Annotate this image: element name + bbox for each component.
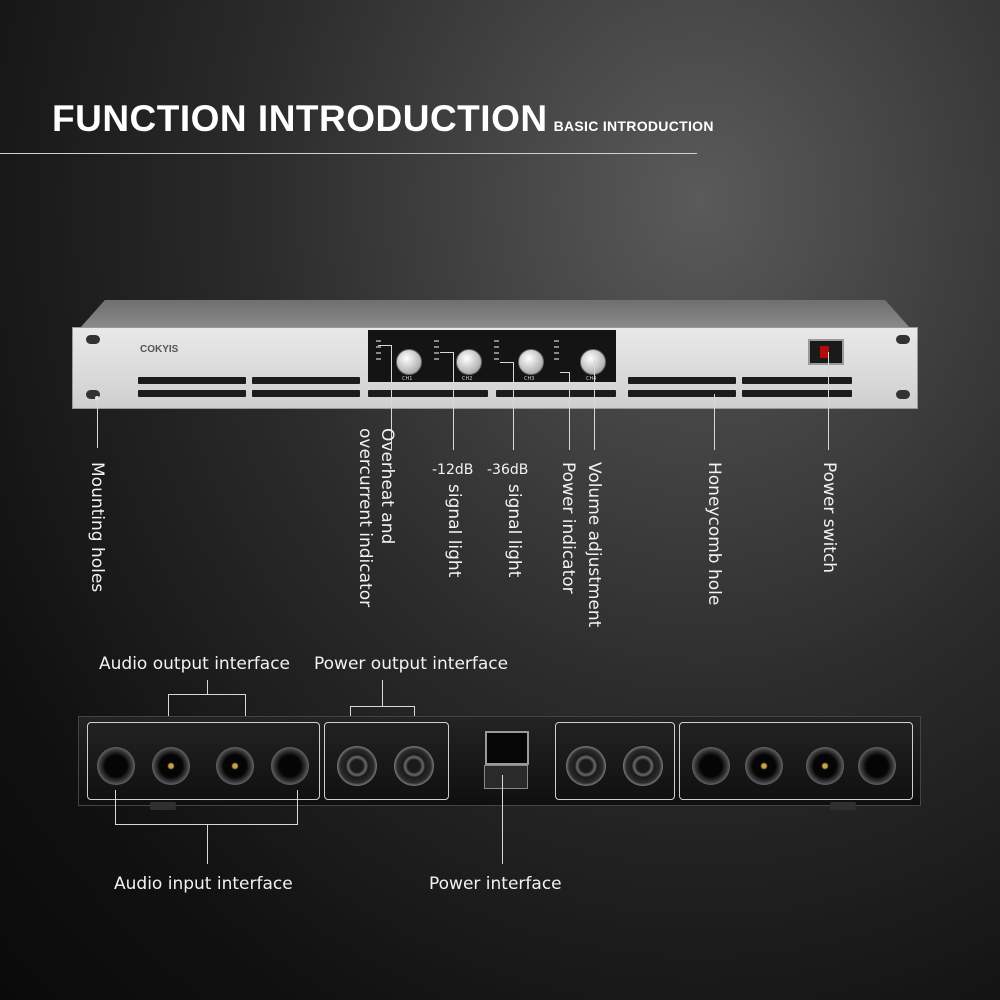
power-switch-rocker xyxy=(820,346,829,358)
callout-dot xyxy=(95,396,99,400)
honeycomb-vent xyxy=(628,377,736,384)
label-volume-adjustment: Volume adjustment xyxy=(584,462,604,628)
callout-line xyxy=(350,706,414,707)
callout-line xyxy=(391,345,392,450)
led-indicators xyxy=(494,340,502,364)
xlr-link-out-connector xyxy=(152,747,190,785)
honeycomb-vent xyxy=(496,390,616,397)
label-minus36db-value: -36dB xyxy=(487,462,529,478)
iec-power-socket xyxy=(485,731,529,765)
mounting-hole-bottom-left xyxy=(86,390,100,399)
xlr-input-connector xyxy=(858,747,896,785)
label-honeycomb-hole: Honeycomb hole xyxy=(704,462,724,606)
rubber-foot xyxy=(150,802,176,810)
volume-knob-ch1[interactable] xyxy=(396,349,422,375)
xlr-link-out-connector xyxy=(745,747,783,785)
label-minus12db-value: -12dB xyxy=(432,462,474,478)
xlr-input-connector xyxy=(692,747,730,785)
callout-line xyxy=(453,352,454,450)
callout-line xyxy=(168,694,245,695)
channel-label: CH4 xyxy=(586,376,597,382)
honeycomb-vent xyxy=(628,390,736,397)
speakon-output-connector xyxy=(337,746,377,786)
callout-line xyxy=(245,694,246,724)
callout-line xyxy=(513,362,514,450)
callout-line xyxy=(207,680,208,694)
callout-line xyxy=(115,790,116,824)
callout-line xyxy=(350,706,351,724)
callout-line xyxy=(168,694,169,724)
channel-label: CH3 xyxy=(524,376,535,382)
brand-logo: COKYIS xyxy=(140,344,179,355)
speakon-output-connector xyxy=(566,746,606,786)
xlr-link-out-connector xyxy=(806,747,844,785)
callout-line xyxy=(297,790,298,824)
callout-line xyxy=(828,352,829,450)
led-indicators xyxy=(376,340,384,364)
page-subtitle: BASIC INTRODUCTION xyxy=(553,118,714,134)
page-header: FUNCTION INTRODUCTION BASIC INTRODUCTION xyxy=(52,98,714,140)
callout-line xyxy=(502,775,503,864)
honeycomb-vent xyxy=(138,377,246,384)
label-audio-output-interface: Audio output interface xyxy=(99,654,291,674)
honeycomb-vent xyxy=(742,390,852,397)
mounting-hole-bottom-right xyxy=(896,390,910,399)
led-indicators xyxy=(554,340,562,364)
speakon-output-connector xyxy=(394,746,434,786)
front-panel-top xyxy=(80,300,910,328)
rubber-foot xyxy=(830,802,856,810)
callout-line xyxy=(714,394,715,450)
honeycomb-vent xyxy=(742,377,852,384)
rear-input-group-left xyxy=(87,722,320,800)
title-divider xyxy=(0,153,697,154)
xlr-link-out-connector xyxy=(216,747,254,785)
label-minus12db-signal: signal light xyxy=(444,484,464,578)
callout-line xyxy=(569,372,570,450)
power-switch[interactable] xyxy=(808,339,844,365)
xlr-input-connector xyxy=(271,747,309,785)
callout-line xyxy=(382,680,383,706)
volume-knob-ch4[interactable] xyxy=(580,349,606,375)
channel-label: CH1 xyxy=(402,376,413,382)
speakon-output-connector xyxy=(623,746,663,786)
callout-line xyxy=(207,824,208,864)
channel-label: CH2 xyxy=(462,376,473,382)
label-audio-input-interface: Audio input interface xyxy=(114,874,293,894)
label-power-interface: Power interface xyxy=(429,874,562,894)
callout-line xyxy=(97,398,98,448)
mounting-hole-top-right xyxy=(896,335,910,344)
led-indicators xyxy=(434,340,442,364)
label-power-indicator: Power indicator xyxy=(558,462,578,594)
rear-speakon-group-left xyxy=(324,722,449,800)
honeycomb-vent xyxy=(252,390,360,397)
callout-line xyxy=(414,706,415,724)
label-mounting-holes: Mounting holes xyxy=(87,462,107,593)
rear-input-group-right xyxy=(679,722,913,800)
label-minus36db-signal: signal light xyxy=(504,484,524,578)
mounting-hole-top-left xyxy=(86,335,100,344)
callout-line xyxy=(378,345,392,346)
volume-knob-ch2[interactable] xyxy=(456,349,482,375)
label-power-output-interface: Power output interface xyxy=(314,654,509,674)
honeycomb-vent xyxy=(252,377,360,384)
callout-line xyxy=(115,824,298,825)
callout-line xyxy=(560,372,570,373)
rear-speakon-group-right xyxy=(555,722,675,800)
honeycomb-vent xyxy=(368,390,488,397)
callout-line xyxy=(500,362,514,363)
callout-line xyxy=(594,360,595,450)
honeycomb-vent xyxy=(138,390,246,397)
fuse-holder xyxy=(484,765,528,789)
callout-line xyxy=(440,352,454,353)
volume-knob-ch3[interactable] xyxy=(518,349,544,375)
xlr-input-connector xyxy=(97,747,135,785)
page-title: FUNCTION INTRODUCTION xyxy=(52,98,548,139)
label-power-switch: Power switch xyxy=(819,462,839,574)
